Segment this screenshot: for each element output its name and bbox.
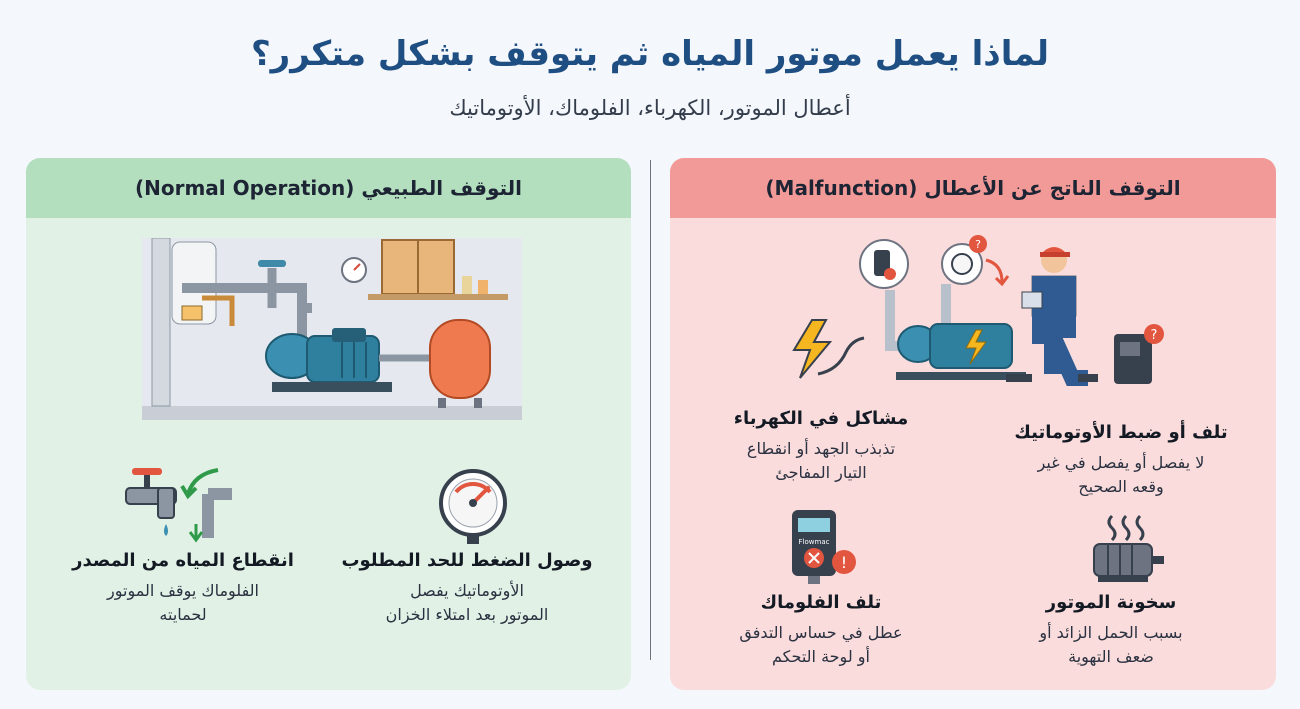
flowmac-device-icon: Flowmac ! [792,510,856,584]
malfunction-item-flowmac-desc-2: أو لوحة التحكم [772,647,870,666]
malfunction-item-overheat-desc-2: ضعف التهوية [1068,647,1154,666]
malfunction-item-flowmac: تلف الفلوماك عطل في حساس التدفق أو لوحة … [696,592,946,669]
malfunction-item-automatic: تلف أو ضبط الأوتوماتيك لا يفصل أو يفصل ف… [986,422,1256,499]
pressure-gauge-icon [439,469,507,544]
malfunction-item-automatic-desc-2: وقعه الصحيح [1078,477,1164,496]
normal-operation-panel: التوقف الطبيعي (Normal Operation) [26,158,631,690]
center-divider [650,160,651,660]
malfunction-item-electricity: مشاكل في الكهرباء تذبذب الجهد أو انقطاع … [696,408,946,485]
hot-motor-icon [1093,514,1164,582]
malfunction-item-flowmac-desc-1: عطل في حساس التدفق [739,623,903,642]
malfunction-item-overheat-title: سخونة الموتور [1045,592,1177,613]
lightning-icon [792,319,865,379]
svg-text:?: ? [1151,328,1158,343]
normal-item-source: انقطاع المياه من المصدر الفلوماك يوقف ال… [48,550,318,627]
malfunction-item-automatic-desc-1: لا يفصل أو يفصل في غير [1037,453,1205,472]
technician-illustration: ? ? [859,235,1164,386]
normal-item-source-desc-2: لحمايته [159,605,207,624]
malfunction-item-electricity-desc-2: التيار المفاجئ [775,463,867,482]
flowmac-device-label: Flowmac [799,538,830,546]
normal-item-pressure-desc-1: الأوتوماتيك يفصل [410,581,524,600]
malfunction-item-electricity-title: مشاكل في الكهرباء [733,408,909,429]
svg-text:?: ? [975,238,981,251]
normal-item-pressure-title: وصول الضغط للحد المطلوب [341,550,593,571]
malfunction-panel: التوقف الناتج عن الأعطال (Malfunction) ?… [670,158,1276,690]
svg-text:!: ! [841,553,847,572]
normal-item-source-desc-1: الفلوماك يوقف الموتور [107,581,259,600]
malfunction-item-overheat-desc-1: بسبب الحمل الزائد أو [1039,623,1183,642]
faucet-pipe-icon [125,468,232,543]
pump-room-illustration [142,238,522,420]
malfunction-heading: التوقف الناتج عن الأعطال (Malfunction) [670,158,1276,218]
normal-item-pressure: وصول الضغط للحد المطلوب الأوتوماتيك يفصل… [332,550,602,627]
normal-operation-heading: التوقف الطبيعي (Normal Operation) [26,158,631,218]
malfunction-item-automatic-title: تلف أو ضبط الأوتوماتيك [1014,422,1228,443]
malfunction-item-flowmac-title: تلف الفلوماك [760,592,882,613]
page-title: لماذا يعمل موتور المياه ثم يتوقف بشكل مت… [250,34,1050,74]
normal-item-source-title: انقطاع المياه من المصدر [72,550,294,571]
normal-item-pressure-desc-2: الموتور بعد امتلاء الخزان [385,605,549,624]
page-subtitle: أعطال الموتور، الكهرباء، الفلوماك، الأوت… [449,96,851,120]
malfunction-item-electricity-desc-1: تذبذب الجهد أو انقطاع [746,439,896,458]
malfunction-item-overheat: سخونة الموتور بسبب الحمل الزائد أو ضعف ا… [986,592,1236,669]
